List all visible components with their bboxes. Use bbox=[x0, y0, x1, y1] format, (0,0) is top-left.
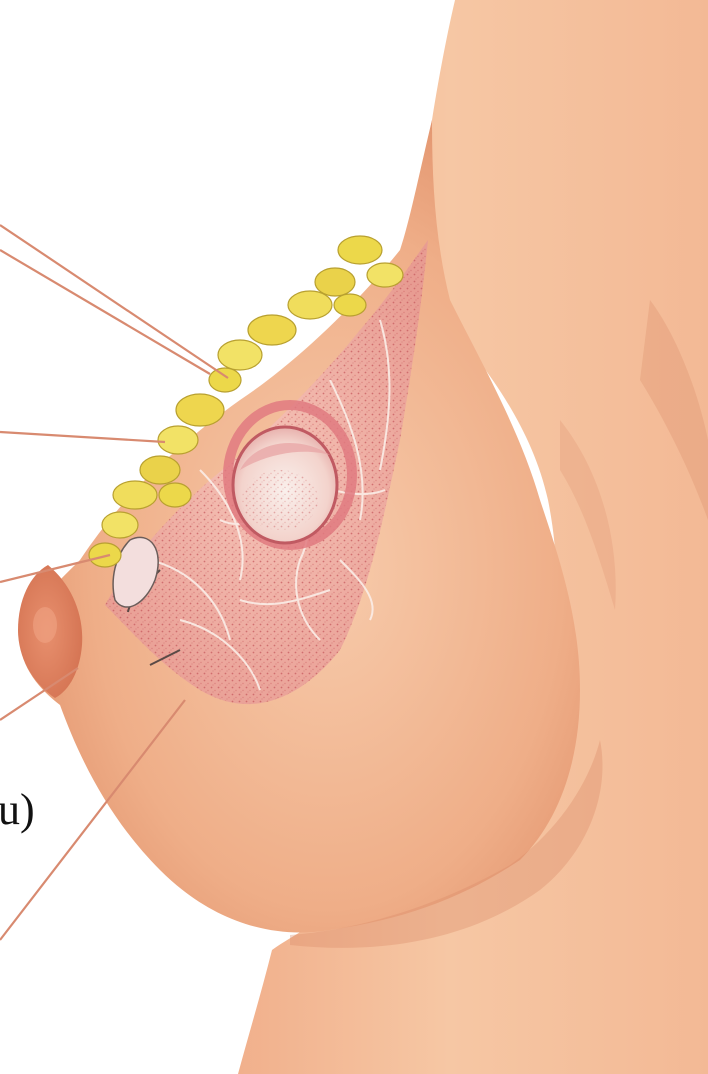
leader-line-1 bbox=[0, 225, 228, 378]
cropped-label-text: u) bbox=[0, 788, 35, 832]
leader-line-3 bbox=[0, 432, 165, 442]
tumor bbox=[228, 405, 352, 545]
nipple-highlight bbox=[33, 607, 57, 643]
leader-line-2 bbox=[0, 250, 210, 374]
